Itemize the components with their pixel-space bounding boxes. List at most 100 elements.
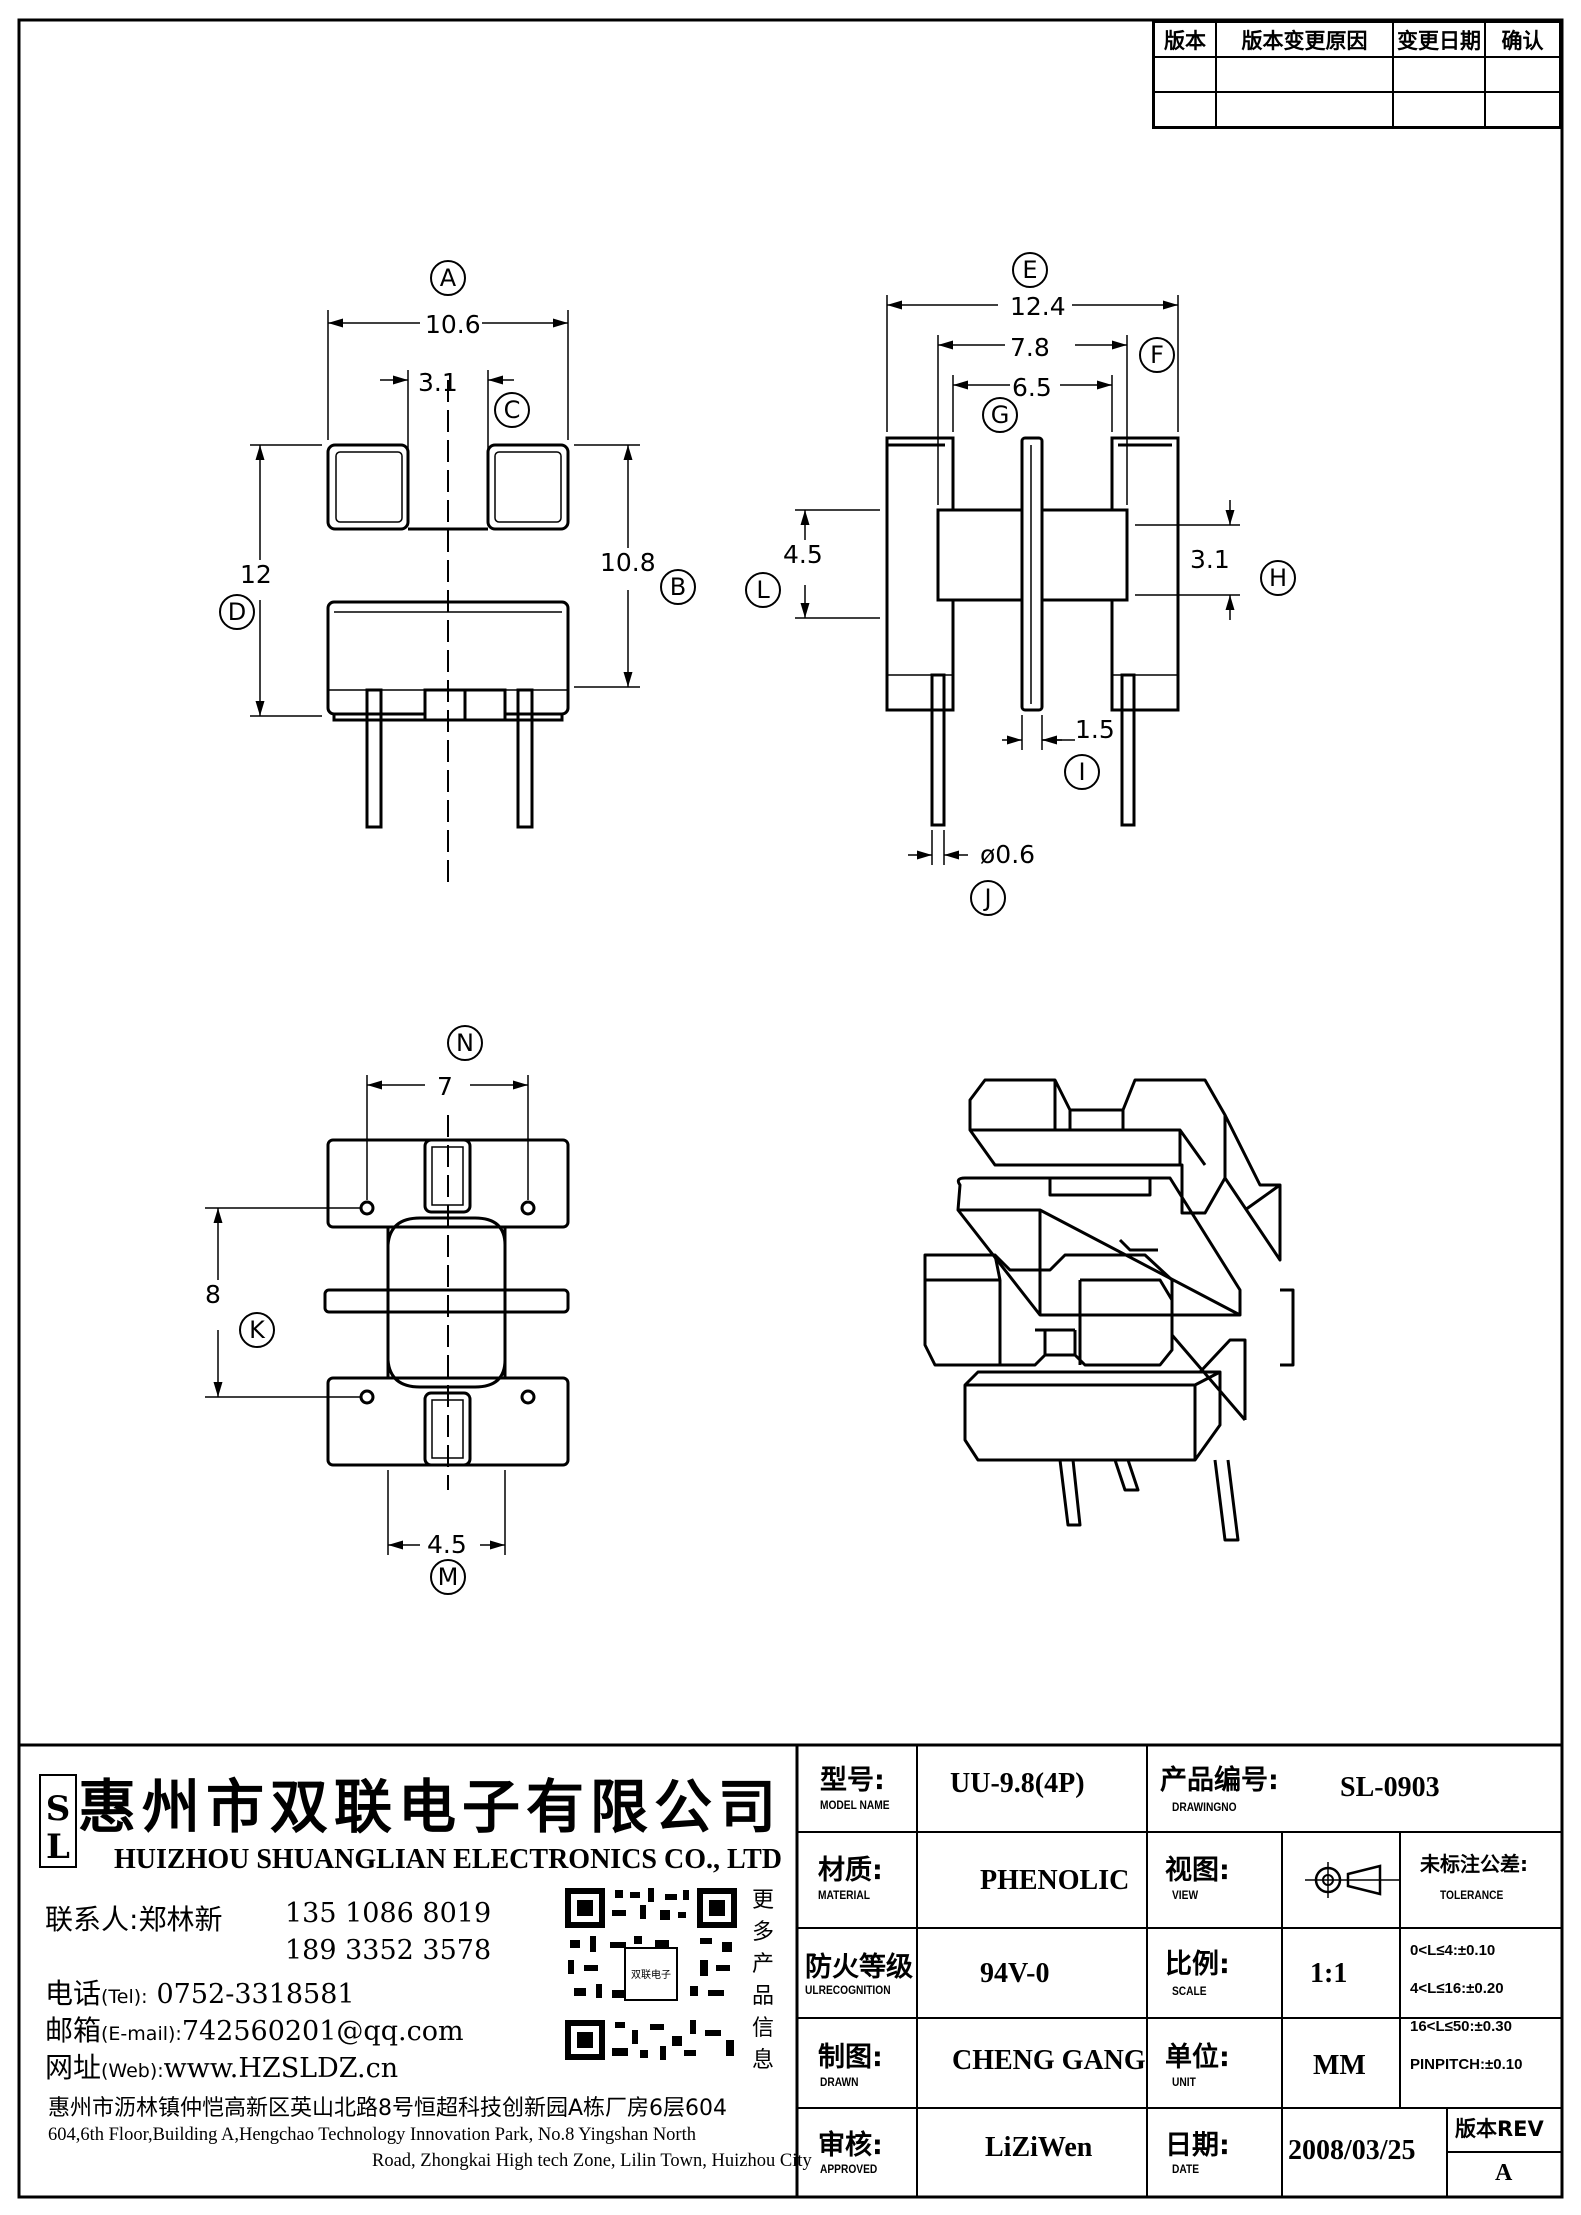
dimension-value-i: 1.5 (1075, 715, 1115, 744)
unit-label: 单位: (1165, 2042, 1230, 2073)
tel-label: 电话 (45, 1977, 102, 2010)
title-block (19, 1743, 1562, 2197)
fire-value: 94V-0 (980, 1958, 1050, 1989)
dimension-value-m: 4.5 (427, 1530, 467, 1559)
rev-header-reason: 版本变更原因 (1215, 20, 1394, 58)
dimension-value-n: 7 (437, 1072, 453, 1101)
model-label: 型号: (820, 1765, 885, 1796)
revision-table: 版本 版本变更原因 变更日期 确认 (1152, 20, 1562, 129)
dimension-letter-g: G (982, 397, 1018, 433)
web-label: 网址 (45, 2051, 102, 2084)
scale-sub: SCALE (1172, 1984, 1207, 1998)
fire-label: 防火等级 (805, 1952, 913, 1983)
tel-value: 0752-3318581 (156, 1979, 355, 2010)
view-sub: VIEW (1172, 1888, 1199, 1902)
front-view (250, 310, 640, 890)
qr-caption-char: 多 (751, 1920, 774, 1945)
svg-text:S: S (46, 1789, 71, 1829)
dimension-value-l: 4.5 (783, 540, 823, 569)
rev-header-confirm: 确认 (1484, 20, 1562, 58)
email-label: 邮箱 (45, 2014, 102, 2047)
tolerance-3: 16<L≤50:±0.30 (1410, 2018, 1512, 2035)
company-logo: S L (39, 1774, 77, 1868)
drawn-value: CHENG GANG (952, 2045, 1146, 2076)
tolerance-4: PINPITCH:±0.10 (1410, 2056, 1523, 2073)
dimension-letter-a: A (430, 260, 466, 296)
dimension-value-f: 7.8 (1010, 333, 1050, 362)
web-value[interactable]: www.HZSLDZ.cn (163, 2053, 399, 2084)
fire-sub: ULRECOGNITION (805, 1983, 891, 1997)
tel-line: 电话(Tel): 0752-3318581 (45, 1972, 355, 2012)
email-sub: (E-mail): (101, 2023, 182, 2045)
approved-value: LiZiWen (985, 2132, 1093, 2163)
contact-person: 联系人:郑林新 (45, 1898, 222, 1938)
dimension-value-h: 3.1 (1190, 545, 1230, 574)
dimension-value-j: ø0.6 (980, 840, 1036, 869)
rev-label: 版本REV (1455, 2117, 1544, 2141)
dimension-letter-i: I (1064, 754, 1100, 790)
tolerance-label: 未标注公差: (1420, 1852, 1528, 1876)
dimension-value-c: 3.1 (418, 368, 458, 397)
rev-value: A (1495, 2160, 1513, 2186)
phone-1: 135 1086 8019 (285, 1898, 492, 1929)
web-line: 网址(Web):www.HZSLDZ.cn (45, 2046, 398, 2086)
dimension-letter-m: M (430, 1559, 466, 1595)
date-sub: DATE (1172, 2162, 1200, 2176)
dimension-letter-e: E (1012, 252, 1048, 288)
dimension-letter-f: F (1139, 337, 1175, 373)
email-line: 邮箱(E-mail):742560201@qq.com (45, 2009, 464, 2049)
svg-text:L: L (46, 1827, 70, 1867)
email-value[interactable]: 742560201@qq.com (181, 2016, 464, 2047)
drawing-no-value: SL-0903 (1340, 1772, 1440, 1803)
qr-caption-char: 息 (751, 2048, 774, 2073)
dimension-letter-l: L (745, 572, 781, 608)
dimension-letter-b: B (660, 569, 696, 605)
drawing-no-label: 产品编号: (1160, 1765, 1279, 1796)
dimension-value-k: 8 (205, 1280, 221, 1309)
qr-caption-char: 信 (751, 2016, 774, 2041)
phone-2: 189 3352 3578 (285, 1935, 492, 1966)
material-sub: MATERIAL (818, 1888, 870, 1902)
drawing-no-sub: DRAWINGNO (1172, 1800, 1237, 1814)
tel-sub: (Tel): (101, 1986, 148, 2008)
dimension-value-e: 12.4 (1010, 292, 1066, 321)
approved-sub: APPROVED (820, 2162, 878, 2176)
web-sub: (Web): (101, 2060, 164, 2082)
dimension-letter-c: C (494, 392, 530, 428)
tolerance-1: 0<L≤4:±0.10 (1410, 1942, 1496, 1959)
view-label: 视图: (1165, 1855, 1230, 1886)
unit-sub: UNIT (1172, 2075, 1196, 2089)
dimension-letter-h: H (1260, 560, 1296, 596)
dimension-letter-d: D (219, 594, 255, 630)
material-value: PHENOLIC (980, 1865, 1130, 1896)
isometric-view (923, 1078, 1295, 1542)
address-en-1: 604,6th Floor,Building A,Hengchao Techno… (48, 2125, 696, 2145)
rev-header-date: 变更日期 (1392, 20, 1486, 58)
drawn-label: 制图: (818, 2042, 883, 2073)
company-name-en: HUIZHOU SHUANGLIAN ELECTRONICS CO., LTD (114, 1844, 782, 1875)
rev-header-version: 版本 (1152, 20, 1217, 58)
drawn-sub: DRAWN (820, 2075, 859, 2089)
tolerance-sub: TOLERANCE (1440, 1888, 1504, 1902)
date-value: 2008/03/25 (1288, 2135, 1416, 2166)
qr-caption-char: 产 (751, 1952, 774, 1977)
address-cn: 惠州市沥林镇仲恺高新区英山北路8号恒超科技创新园A栋厂房6层604 (48, 2096, 728, 2121)
date-label: 日期: (1165, 2130, 1230, 2161)
model-value: UU-9.8(4P) (950, 1768, 1085, 1799)
contact-name: 郑林新 (138, 1903, 223, 1936)
scale-label: 比例: (1165, 1949, 1230, 1980)
material-label: 材质: (818, 1855, 883, 1886)
side-view (795, 295, 1240, 865)
tolerance-2: 4<L≤16:±0.20 (1410, 1980, 1504, 1997)
unit-value: MM (1313, 2050, 1366, 2081)
dimension-letter-k: K (239, 1312, 275, 1348)
dimension-value-a: 10.6 (425, 310, 481, 339)
svg-text:双联电子: 双联电子 (631, 1968, 671, 1981)
address-en-2: Road, Zhongkai High tech Zone, Lilin Tow… (372, 2151, 812, 2171)
company-name-cn: 惠州市双联电子有限公司 (78, 1773, 783, 1841)
qr-caption-char: 更 (751, 1888, 774, 1913)
dimension-letter-j: J (970, 880, 1006, 916)
qr-caption: 更 多 产 品 信 息 (750, 1885, 776, 2077)
